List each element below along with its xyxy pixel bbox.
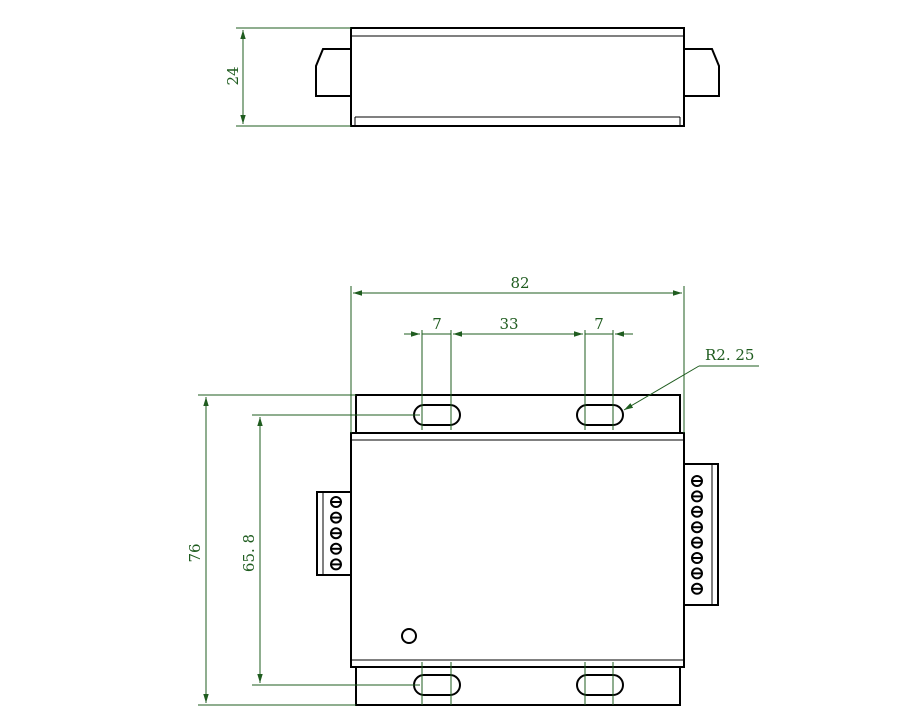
slot-width-left-label: 7 (432, 315, 442, 333)
top-right-slot (576, 404, 624, 426)
slot-radius-label: R2. 25 (705, 346, 754, 364)
side-view (315, 27, 720, 127)
bottom-left-slot (413, 674, 461, 696)
total-height-label: 76 (186, 543, 204, 562)
dimension-slot-radius: R2. 25 (623, 346, 759, 411)
dimension-total-height: 76 (186, 394, 356, 706)
side-view-left-connector (315, 48, 352, 97)
slot-width-right-label: 7 (594, 315, 604, 333)
side-view-body (350, 27, 685, 127)
main-body (350, 432, 685, 668)
mounting-height-label: 65. 8 (240, 534, 258, 572)
dimension-total-width: 82 (350, 274, 685, 433)
dimension-mounting-height: 65. 8 (240, 414, 420, 686)
total-width-label: 82 (510, 274, 529, 292)
dimension-side-height: 24 (224, 27, 351, 127)
bottom-right-slot (576, 674, 624, 696)
right-terminal-block (683, 463, 719, 606)
dimension-slot-row: 7 33 7 (404, 315, 633, 337)
slot-centerlines (421, 330, 614, 705)
top-left-slot (413, 404, 461, 426)
left-terminal-block (316, 491, 352, 576)
side-view-right-connector (683, 48, 720, 97)
top-flange (355, 394, 681, 434)
top-view (316, 394, 719, 706)
slot-spacing-label: 33 (499, 315, 518, 333)
bottom-flange (355, 666, 681, 706)
indicator-hole (401, 628, 417, 644)
side-height-label: 24 (224, 66, 242, 85)
